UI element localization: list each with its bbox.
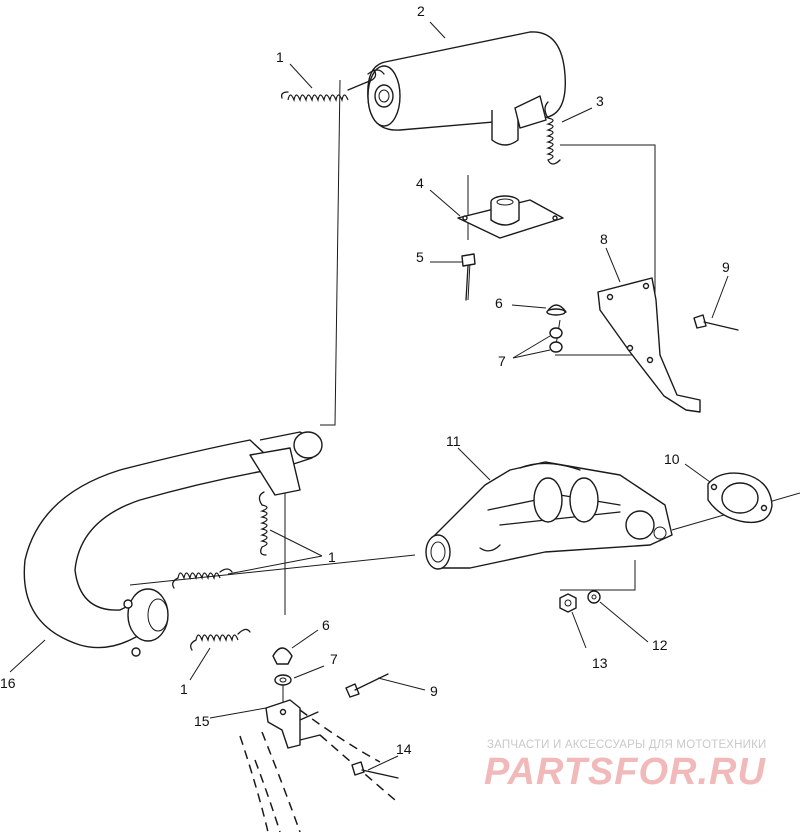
callout-12: 12	[652, 637, 668, 653]
callout-leaders	[9, 21, 729, 771]
callout-7-upper: 7	[498, 353, 506, 369]
muffler-mount-plate	[457, 195, 564, 239]
exhaust-manifold	[425, 461, 673, 570]
exhaust-gasket	[707, 472, 773, 524]
screw-9-upper	[693, 314, 739, 331]
callout-3: 3	[596, 93, 604, 109]
callout-4: 4	[416, 175, 424, 191]
screw-5	[461, 253, 476, 301]
callout-1-middle: 1	[328, 549, 336, 565]
callout-15: 15	[194, 713, 210, 729]
callout-8: 8	[600, 231, 608, 247]
callout-2: 2	[417, 3, 425, 19]
callout-1-lower: 1	[180, 681, 188, 697]
screw-9-lower	[345, 673, 389, 698]
grommet-upper	[546, 304, 567, 316]
callout-7-lower: 7	[330, 651, 338, 667]
spring-3	[544, 101, 561, 165]
muffler	[367, 31, 566, 146]
watermark: ЗАПЧАСТИ И АКСЕССУАРЫ ДЛЯ МОТОТЕХНИКИ PA…	[484, 739, 767, 793]
washer-lower	[274, 674, 292, 686]
spring-1-top	[280, 69, 377, 103]
callout-6-upper: 6	[495, 295, 503, 311]
watermark-caption: ЗАПЧАСТИ И АКСЕССУАРЫ ДЛЯ МОТОТЕХНИКИ	[487, 739, 767, 751]
callout-6-lower: 6	[322, 617, 330, 633]
chassis-outline	[239, 709, 396, 832]
nut-13	[559, 593, 577, 613]
screw-14	[351, 761, 399, 779]
callout-9-upper: 9	[722, 259, 730, 275]
exhaust-pipe	[23, 431, 323, 657]
callout-16: 16	[0, 675, 16, 691]
washer-12	[587, 590, 601, 604]
assembly-leader-lines	[129, 79, 800, 705]
washers-upper	[549, 327, 563, 353]
spring-1-middle	[172, 568, 233, 589]
callout-11: 11	[446, 433, 461, 449]
spring-1-lower	[190, 628, 251, 651]
watermark-brand: PARTSFOR.RU	[484, 751, 766, 793]
callout-1-top: 1	[276, 49, 284, 65]
lower-bracket	[265, 699, 321, 749]
grommet-lower	[272, 647, 293, 665]
muffler-bracket	[597, 277, 701, 413]
callout-10: 10	[664, 451, 680, 467]
callout-14: 14	[396, 741, 412, 757]
callout-5: 5	[416, 249, 424, 265]
callout-labels: 1 2 3 4 5 6 7 8 9 10 11 1 16 1 6 7 9 15 …	[0, 3, 730, 757]
callout-13: 13	[592, 655, 608, 671]
callout-9-lower: 9	[430, 683, 438, 699]
spring-1-vertical	[258, 491, 268, 556]
